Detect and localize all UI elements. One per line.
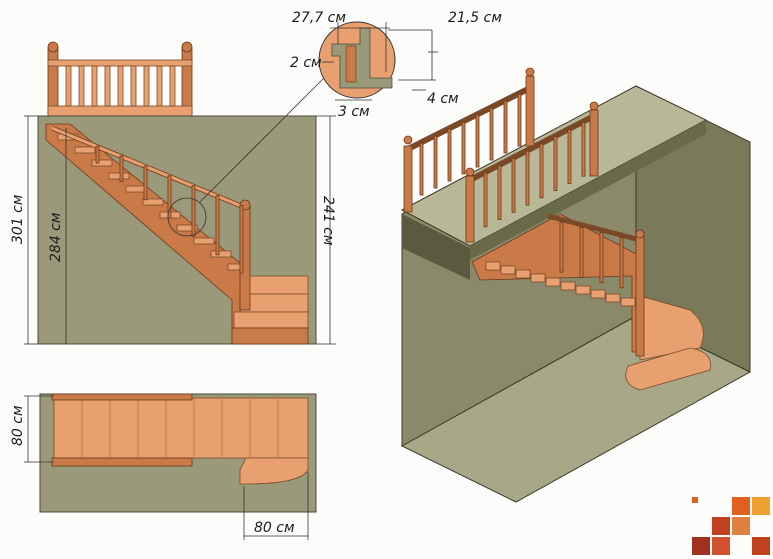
isometric-view	[400, 67, 752, 503]
baluster	[143, 165, 148, 201]
baluster	[215, 195, 220, 256]
step-tread	[125, 185, 147, 193]
baluster	[169, 65, 176, 107]
headroom-label: 241 см	[320, 196, 336, 246]
baluster	[156, 65, 163, 107]
baluster	[130, 65, 137, 107]
tread-thickness-label: 4 см	[427, 91, 459, 107]
baluster	[65, 65, 72, 107]
detail-marker-circle	[167, 197, 207, 237]
iso-step	[500, 265, 516, 275]
baluster	[239, 205, 244, 274]
baluster	[419, 142, 424, 196]
nosing-thickness-label: 3 см	[338, 104, 370, 120]
upper-railing	[47, 41, 193, 117]
winder-width-label: 80 см	[254, 520, 295, 536]
logo-square	[712, 537, 730, 555]
logo-square	[752, 537, 770, 555]
logo-square	[752, 497, 770, 515]
baluster	[119, 155, 124, 182]
logo-square	[692, 497, 698, 503]
baluster	[78, 65, 85, 107]
iso-step	[620, 297, 636, 307]
baluster	[517, 93, 522, 147]
nosing-detail	[318, 21, 438, 101]
baluster	[447, 128, 452, 182]
winder-tread	[239, 457, 309, 485]
baluster	[503, 100, 508, 154]
step-tread	[108, 172, 130, 180]
baluster	[599, 232, 604, 283]
baluster	[511, 157, 516, 213]
baluster	[483, 172, 488, 228]
logo-square	[692, 537, 710, 555]
plan-view	[24, 393, 317, 540]
baluster	[191, 185, 196, 237]
iso-step	[590, 289, 606, 299]
baluster	[461, 121, 466, 175]
baluster	[567, 129, 572, 184]
nosing-inner-label: 2 см	[290, 55, 322, 71]
baluster	[581, 121, 586, 177]
step-tread	[210, 250, 232, 258]
color-squares-logo	[692, 497, 770, 555]
iso-step	[545, 277, 561, 287]
baluster	[91, 65, 98, 107]
iso-step	[530, 273, 546, 283]
baluster	[167, 175, 172, 219]
logo-square	[712, 517, 730, 535]
tread-depth-label: 27,7 см	[292, 10, 346, 26]
plan-width-label: 80 см	[10, 405, 26, 446]
baluster	[433, 135, 438, 189]
baluster	[95, 145, 100, 164]
iso-step	[560, 281, 576, 291]
logo-square	[732, 517, 750, 535]
iso-step	[575, 285, 591, 295]
step-tread	[193, 237, 215, 245]
baluster	[553, 136, 558, 192]
baluster	[489, 107, 494, 161]
total-height-label: 301 см	[10, 194, 26, 244]
step-tread	[176, 224, 198, 232]
baluster	[117, 65, 124, 107]
baluster	[497, 165, 502, 220]
baluster	[619, 237, 624, 289]
riser-height-label: 21,5 см	[448, 10, 502, 26]
baluster	[475, 114, 480, 168]
logo-square	[732, 497, 750, 515]
baluster	[579, 226, 584, 278]
iso-step	[485, 261, 501, 271]
step-tread	[91, 159, 113, 167]
floor-height-label: 284 см	[48, 212, 64, 262]
baluster	[539, 143, 544, 199]
baluster	[104, 65, 111, 107]
step-tread	[142, 198, 164, 206]
step-tread	[74, 146, 96, 154]
baluster	[525, 150, 530, 206]
iso-step	[605, 293, 621, 303]
baluster	[143, 65, 150, 107]
side-elevation	[24, 41, 336, 345]
baluster	[559, 221, 564, 273]
iso-step	[515, 269, 531, 279]
